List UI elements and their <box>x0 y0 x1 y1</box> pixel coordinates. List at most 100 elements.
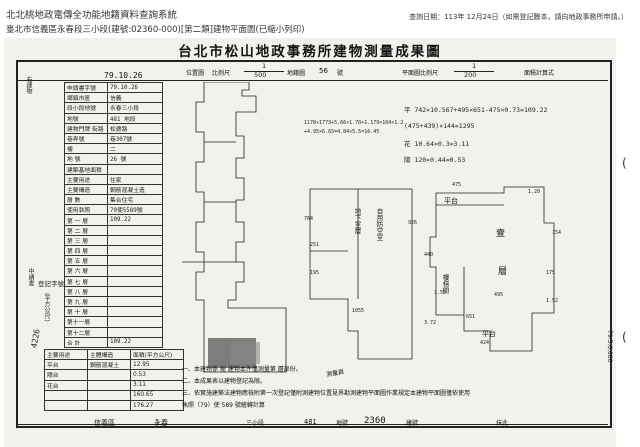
side-label-1: 中請書 <box>27 268 34 286</box>
table-row: 樓二 <box>64 143 163 155</box>
row-value <box>107 285 163 297</box>
note-4: 執照（79）使 589 號繪轉計算 <box>182 402 265 409</box>
row-label: 地 號 <box>64 153 108 165</box>
dim-label: 1.20 <box>528 189 541 195</box>
dim-label: 475 <box>452 182 462 188</box>
cell <box>87 379 131 391</box>
room-label-one: 壹 <box>496 229 506 239</box>
footer-building-label: 建號 <box>406 420 419 427</box>
row-value <box>107 306 163 318</box>
system-title: 北北桃地政電傳全功能地籍資料查詢系統 <box>6 10 178 21</box>
row-value <box>107 224 163 236</box>
room-label-floor: 層 <box>498 267 508 277</box>
cell <box>44 399 88 412</box>
cell <box>87 399 131 412</box>
scale-value-left: 500 <box>254 71 267 79</box>
row-value: 109.22 <box>107 214 163 226</box>
row-label: 第 十 層 <box>64 306 108 318</box>
footer-section: 永春 <box>154 419 168 427</box>
cell: 主要用途 <box>44 348 88 361</box>
scale-value-right: 200 <box>464 71 477 79</box>
row-label: 第 二 層 <box>64 224 108 236</box>
side-label-3: (平方公尺) <box>43 293 50 322</box>
lot-number: 56 <box>319 67 328 75</box>
table-row: 第 四 層 <box>64 244 163 257</box>
row-value <box>107 316 163 328</box>
row-label: 鄉鎮市區 <box>64 92 108 104</box>
row-label: 第 一 層 <box>64 214 108 226</box>
row-value: 26 號 <box>107 153 163 165</box>
handwritten-date: 79.10.26 <box>104 71 143 80</box>
dim-label: 651 <box>466 314 476 320</box>
cell: 176.27 <box>130 399 184 412</box>
footer-remark: 抹此 <box>496 420 509 427</box>
table-row: 層 數集合住宅 <box>64 194 163 206</box>
row-value <box>107 295 163 308</box>
row-value <box>107 265 163 277</box>
row-value <box>107 244 163 257</box>
left-vertical-label: 右建物 <box>25 76 32 94</box>
row-label: 第 九 層 <box>64 295 108 308</box>
dim-label: 440 <box>424 252 434 258</box>
table-row: 建物門牌 街路松德路 <box>64 122 163 134</box>
dim-label: 1.52 <box>546 298 559 304</box>
table-row: 主要用途主體構造面積(平方公尺) <box>44 348 184 361</box>
row-label: 第十一層 <box>64 316 108 328</box>
row-value: 481 地段 <box>107 112 163 124</box>
row-value <box>107 326 163 338</box>
row-label: 使用執照 <box>64 204 108 216</box>
cell: 平台 <box>44 359 88 371</box>
document-subtitle: 臺北市信義區永春段三小段(建號:02360-000)[第二類]建物平面圖(已縮小… <box>6 25 305 35</box>
scale-num-right: 1 <box>472 62 477 70</box>
scale-frac-right <box>454 71 494 72</box>
calc-line-4: 陽 120×0.44=0.53 <box>404 156 466 164</box>
row-label: 主要用途 <box>64 173 108 185</box>
punch-hole-mark: ( <box>622 156 627 170</box>
footer-district: 信義區 <box>94 419 115 427</box>
dim-label: 251 <box>310 242 320 248</box>
cell: 主體構造 <box>87 348 131 361</box>
floor-plan-drawing <box>429 186 555 352</box>
row-value: 住家 <box>107 173 163 185</box>
basement-plan-drawing <box>309 188 413 360</box>
row-value <box>107 163 163 175</box>
cell <box>87 389 131 401</box>
footer-lot: 481 <box>304 418 317 426</box>
row-label: 建物門牌 街路 <box>64 122 108 134</box>
row-label: 第 七 層 <box>64 275 108 287</box>
row-value: 永春三小段 <box>107 102 163 114</box>
row-label: 第 五 層 <box>64 255 108 267</box>
row-label: 第 三 層 <box>64 234 108 247</box>
dim-label: 175 <box>546 270 556 276</box>
room-label-platform-bottom: 平台 <box>482 330 496 338</box>
cell: 鋼筋混凝土 <box>87 359 131 371</box>
cell: 160.65 <box>130 389 184 401</box>
table-row: 第十二層 <box>64 326 163 338</box>
row-value: 二 <box>107 143 163 155</box>
table-row: 主要構造鋼筋混凝土造 <box>64 183 163 196</box>
cell: 陽台 <box>44 369 88 381</box>
location-plan-drawing <box>182 82 287 373</box>
table-row: 第 十 層 <box>64 306 163 318</box>
row-label: 第 六 層 <box>64 265 108 277</box>
row-label: 樓 <box>64 143 108 155</box>
row-value: 79.10.26 <box>107 81 163 94</box>
row-label: 第 八 層 <box>64 285 108 297</box>
table-row: 第 五 層 <box>64 255 163 267</box>
row-label: 合 計 <box>64 336 108 348</box>
location-map-label: 位置圖 <box>186 70 205 77</box>
note-1: 一、本建物係 樹 建物本件僅測量第 層部份。 <box>182 366 302 373</box>
row-value: 巷307號 <box>107 132 163 145</box>
row-value: 松德路 <box>107 122 163 134</box>
form-top-rule <box>18 80 608 81</box>
dim-label: 1055 <box>352 308 365 314</box>
row-value <box>107 275 163 287</box>
footer-subsection: 三小段 <box>246 420 265 427</box>
scale-frac-left <box>244 71 284 72</box>
row-value <box>107 234 163 247</box>
